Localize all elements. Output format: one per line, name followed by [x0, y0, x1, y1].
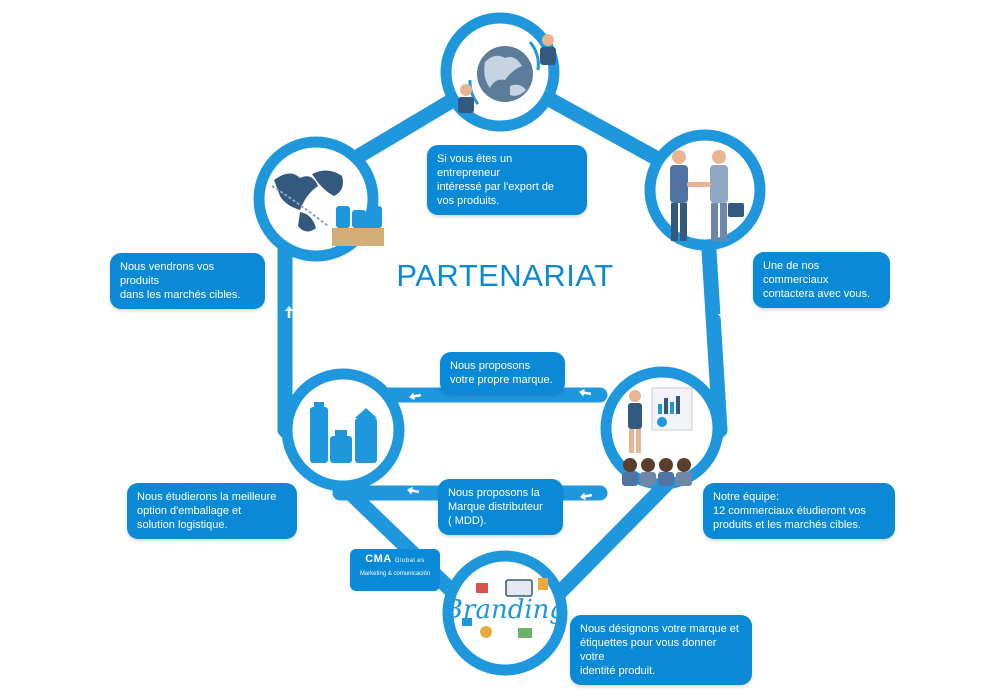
arrow-icon	[625, 105, 636, 115]
step-sell-markets-box: Nous vendrons vos produits dans les marc…	[110, 253, 265, 309]
step-distributor-brand-box: Nous proposons la Marque distributeur ( …	[438, 479, 563, 535]
business-handshake-icon	[670, 150, 744, 241]
company-logo: CMA Global.es Marketing & comunicación	[350, 549, 440, 591]
globe-handshake-icon	[458, 34, 556, 113]
step-entrepreneur-box: Si vous êtes un entrepreneur intéressé p…	[427, 145, 587, 215]
logo-sub: Global.es	[394, 558, 425, 564]
arrow-icon	[285, 306, 293, 318]
logo-tagline: Marketing & comunicación	[359, 571, 431, 577]
arrow-icon	[580, 492, 593, 501]
node-worldmap	[253, 136, 384, 262]
step-packaging-logistics-box: Nous étudierons la meilleure option d'em…	[127, 483, 297, 539]
arrow-icon	[409, 392, 422, 401]
node-branding: Branding	[442, 550, 568, 676]
node-globe	[440, 12, 560, 132]
node-presentation	[600, 366, 724, 490]
diagram-title: PARTENARIAT	[396, 258, 614, 293]
packaging-bottles-icon	[310, 402, 377, 463]
node-packaging	[281, 368, 405, 492]
logo-name: CMA	[365, 553, 392, 565]
arrow-icon	[579, 388, 592, 397]
step-branding-box: Nous désignons votre marque et étiquette…	[570, 615, 752, 685]
presentation-icon	[622, 387, 693, 486]
step-commercial-contact-box: Une de nos commerciaux contactera avec v…	[753, 252, 890, 308]
arrow-icon	[378, 106, 389, 116]
branding-icon: Branding	[443, 578, 566, 638]
node-handshake	[644, 129, 766, 251]
step-own-brand-box: Nous proposons votre propre marque.	[440, 352, 565, 394]
branding-word: Branding	[443, 595, 566, 625]
arrow-icon	[407, 486, 420, 495]
step-team-study-box: Notre équipe: 12 commerciaux étudieront …	[703, 483, 895, 539]
world-map-icon	[271, 170, 384, 246]
arrow-icon	[718, 307, 726, 319]
